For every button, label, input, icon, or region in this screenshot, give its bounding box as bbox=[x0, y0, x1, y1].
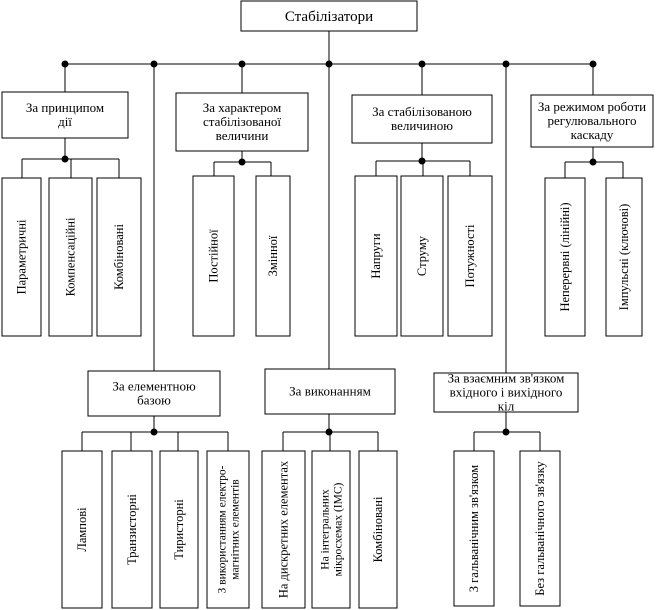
top-category-1-label-line: дії bbox=[58, 114, 72, 129]
bottom-category-3-item-label: З гальванічним зв'язком bbox=[467, 465, 481, 592]
top-category-1-item-label: Комбіновані bbox=[112, 224, 126, 290]
top-category-1-item: Комбіновані bbox=[96, 177, 142, 337]
bottom-category-1-item: Лампові bbox=[61, 450, 103, 609]
bottom-category-3-label-line: вхідного і вихідного bbox=[450, 385, 563, 400]
top-category-3-label-line: величиною bbox=[391, 118, 453, 133]
bottom-category-1-label-line: базою bbox=[137, 393, 171, 408]
bottom-category-1-item: З використанням електро-магнітних елемен… bbox=[206, 450, 250, 609]
top-category-4-item-label: Неперервні (лінійні) bbox=[558, 202, 572, 311]
top-category-3-item: Струму bbox=[400, 175, 444, 337]
bottom-category-2: За виконанням bbox=[264, 368, 396, 415]
bottom-category-3-item: З гальванічним зв'язком bbox=[453, 450, 495, 607]
top-category-4-item: Неперервні (лінійні) bbox=[544, 177, 586, 337]
top-category-2-label-line: величини bbox=[216, 128, 269, 143]
top-category-1-item: Компенсаційні bbox=[48, 177, 93, 337]
bottom-category-3-label-line: кіл bbox=[498, 399, 515, 414]
bottom-category-2-item-label: На дискретних елементах bbox=[277, 460, 291, 598]
bottom-category-3-item-label: Без гальванічного зв'язку bbox=[533, 461, 547, 596]
top-category-1-item: Параметричні bbox=[1, 177, 42, 337]
top-category-1-label-line: За принципом bbox=[26, 100, 104, 115]
top-category-1-item-label: Параметричні bbox=[15, 219, 29, 294]
bottom-category-2-item: Комбіновані bbox=[358, 450, 398, 609]
top-category-3-item-label: Потужності bbox=[463, 224, 477, 287]
bottom-category-2-item-label: На інтегральних bbox=[320, 489, 332, 570]
root-node: Стабілізатори bbox=[240, 0, 418, 32]
top-category-3-item: Потужності bbox=[447, 175, 493, 337]
bottom-category-1-item-label: Тиристорні bbox=[172, 499, 186, 560]
top-category-4-label-line: каскаду bbox=[571, 127, 614, 142]
root-label: Стабілізатори bbox=[285, 9, 373, 25]
bottom-category-2-item-label: мікросхемах (ІМС) bbox=[333, 482, 345, 576]
bottom-category-2-label-line: За виконанням bbox=[289, 384, 371, 399]
bottom-category-1-item-label: Лампові bbox=[75, 507, 89, 552]
bottom-category-1-item-label: З використанням електро- bbox=[217, 465, 229, 593]
top-category-2-item: Змінної bbox=[255, 175, 291, 337]
top-category-4-item: Імпульсні (ключові) bbox=[605, 177, 643, 337]
junction-dots bbox=[61, 60, 597, 436]
top-category-2-item: Постійної bbox=[192, 175, 235, 337]
bottom-category-2-item: На дискретних елементах bbox=[261, 450, 306, 609]
bottom-category-1-item-label: Транзисторні bbox=[125, 494, 139, 565]
top-category-2-item-label: Постійної bbox=[207, 229, 221, 283]
bottom-category-1-item: Тиристорні bbox=[159, 450, 199, 609]
bottom-category-1-label-line: За елементною bbox=[112, 379, 196, 394]
top-category-4-label-line: регулювального bbox=[548, 113, 637, 128]
bottom-category-1-item-label: магнітних елементів bbox=[230, 479, 242, 580]
top-category-2-label-line: стабілізованої bbox=[203, 114, 281, 129]
top-category-4-label-line: За режимом роботи bbox=[538, 99, 646, 114]
top-category-1-item-label: Компенсаційні bbox=[64, 217, 78, 296]
top-category-3-item-label: Напруги bbox=[369, 233, 383, 279]
top-category-3-label-line: За стабілізованою bbox=[372, 104, 472, 119]
bottom-category-3-item: Без гальванічного зв'язку bbox=[519, 450, 561, 607]
top-category-2-label-line: За характером bbox=[203, 100, 281, 115]
bottom-category-3-label-line: За взаємним зв'язком bbox=[448, 371, 565, 386]
bottom-category-1-item: Транзисторні bbox=[111, 450, 153, 609]
top-category-3-item-label: Струму bbox=[415, 235, 429, 276]
top-category-3-item: Напруги bbox=[354, 175, 398, 337]
top-category-4-item-label: Імпульсні (ключові) bbox=[617, 204, 631, 311]
bottom-category-2-item-label: Комбіновані bbox=[371, 496, 385, 562]
top-category-2-item-label: Змінної bbox=[266, 235, 280, 276]
